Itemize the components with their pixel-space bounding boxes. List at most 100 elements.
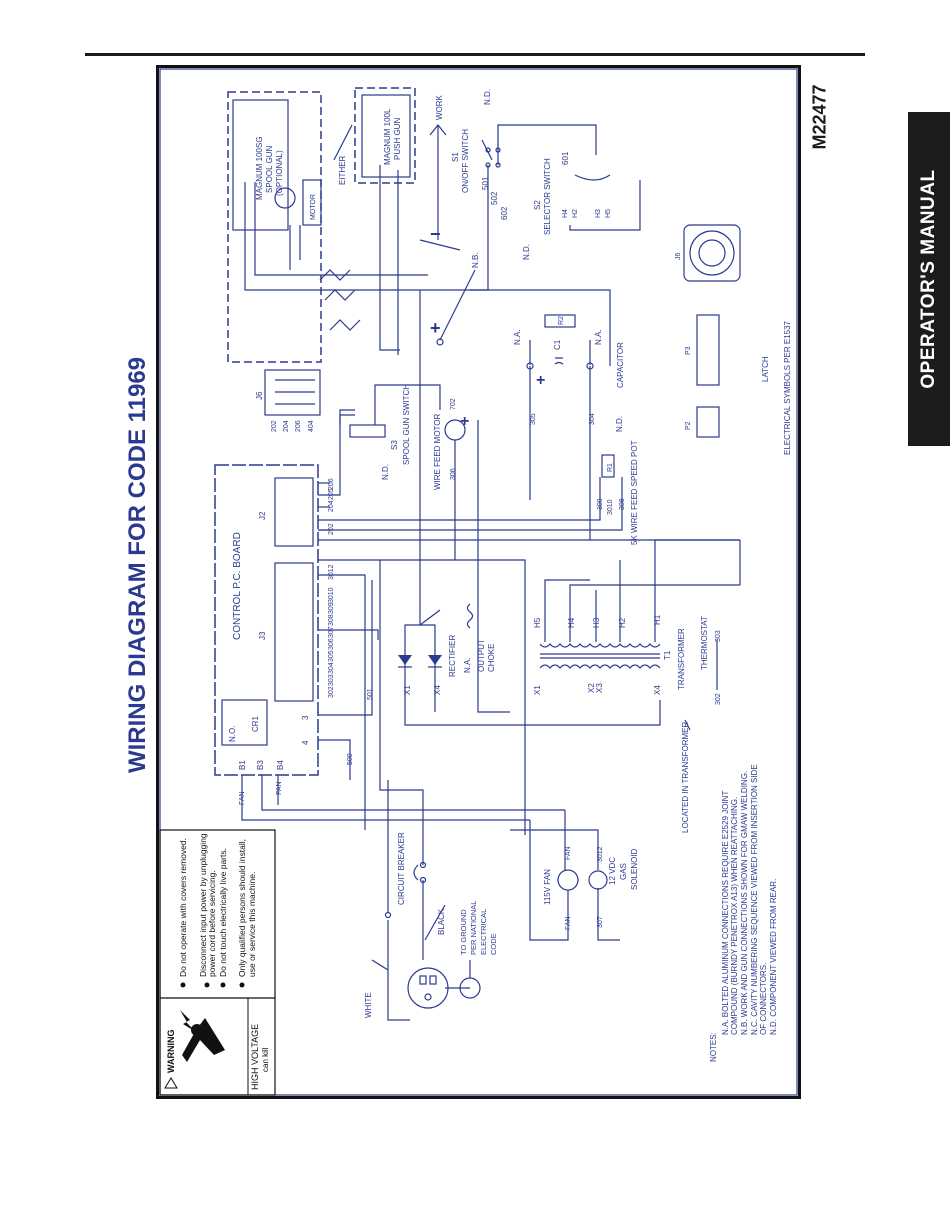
diagram-label: 204 bbox=[283, 420, 290, 432]
diagram-label: WORK bbox=[435, 94, 444, 120]
warning-bullet-4: Do not touch electrically live parts. bbox=[218, 848, 228, 977]
motor-icon bbox=[274, 187, 296, 209]
diagram-label: 303 bbox=[715, 630, 722, 642]
diagram-label: 302 bbox=[328, 686, 335, 698]
diagram-label: X2 bbox=[587, 683, 596, 693]
diagram-label: SPOOL GUN SWITCH bbox=[402, 384, 411, 465]
diagram-label: H2 bbox=[618, 617, 627, 628]
diagram-label: 3010 bbox=[607, 499, 614, 515]
diagram-label: X1 bbox=[533, 685, 542, 695]
diagram-label: H2 bbox=[572, 209, 579, 218]
svg-text:−: − bbox=[430, 224, 441, 244]
diagram-label: N.O. bbox=[228, 726, 237, 742]
diagram-label: 306 bbox=[450, 468, 457, 480]
control-pc-board: CONTROL P.C. BOARD J2 J3 206 205 204 202… bbox=[214, 414, 565, 821]
diagram-label: S1 bbox=[451, 152, 460, 162]
diagram-label: N.A. bbox=[594, 329, 603, 345]
diagram-label: PUSH GUN bbox=[393, 118, 402, 160]
diagram-label: 404 bbox=[308, 420, 315, 432]
diagram-label: WHITE bbox=[364, 992, 373, 1018]
diagram-label: OUTPUT bbox=[477, 639, 486, 672]
warning-bullet-3: power cord before servicing. bbox=[207, 870, 217, 977]
j6-connector: J6 202 204 206 404 bbox=[255, 369, 321, 432]
diagram-label: CR1 bbox=[251, 715, 260, 732]
plug-area: J6 P3 LATCH ELECTRICAL SYMBOLS PER E1537… bbox=[675, 224, 792, 455]
diagram-label: COMPOUND (BURNDY PENETROX A13) WHEN REAT… bbox=[730, 797, 739, 1035]
diagram-label: THERMOSTAT bbox=[700, 616, 709, 670]
diagram-label: SELECTOR SWITCH bbox=[543, 158, 552, 235]
diagram-label: H5 bbox=[533, 617, 542, 628]
gun-area: MAGNUM 100SG SPOOL GUN (OPTIONAL) MAGNUM… bbox=[227, 87, 428, 363]
svg-text:+: + bbox=[430, 318, 441, 338]
warning-bullet-6: use or service this machine. bbox=[247, 872, 257, 977]
notes: NOTES: N.A. BOLTED ALUMINUM CONNECTIONS … bbox=[709, 764, 778, 1062]
diagram-label: CHOKE bbox=[487, 644, 496, 672]
diagram-label: 3 bbox=[301, 715, 310, 720]
diagram-label: CODE bbox=[489, 933, 498, 955]
diagram-label: S2 bbox=[533, 200, 542, 210]
diagram-label: SOLENOID bbox=[630, 848, 639, 890]
gas-solenoid-icon bbox=[588, 870, 608, 890]
diagram-label: FAN bbox=[276, 781, 283, 795]
diagram-label: BLACK bbox=[437, 908, 446, 935]
warning-heading: WARNING bbox=[166, 1030, 176, 1074]
diagram-label: 307 bbox=[328, 626, 335, 638]
diagram-label: R1 bbox=[607, 463, 614, 472]
diagram-label: 306 bbox=[328, 638, 335, 650]
input-section: 115V FAN FAN FAN 307 3012 12 VDC GAS SOL… bbox=[364, 560, 639, 1021]
diagram-label: P2 bbox=[685, 421, 692, 430]
diagram-label: 303 bbox=[328, 674, 335, 686]
diagram-label: ELECTRICAL SYMBOLS PER E1537 bbox=[783, 320, 792, 455]
diagram-label: TRANSFORMER bbox=[677, 628, 686, 690]
diagram-label: 304 bbox=[328, 662, 335, 674]
diagram-label: N.B. WORK AND GUN CONNECTIONS SHOWN FOR … bbox=[740, 771, 749, 1035]
diagram-label: LATCH bbox=[761, 356, 770, 382]
diagram-label: SPOOL GUN bbox=[265, 146, 274, 193]
diagram-label: 3012 bbox=[328, 564, 335, 580]
section-tab bbox=[908, 112, 950, 446]
motor-area: S3 SPOOL GUN SWITCH N.D. + WIRE FEED MOT… bbox=[339, 384, 469, 490]
warning-bullets: Do not operate with covers removed. Disc… bbox=[178, 833, 257, 988]
diagram-label: CIRCUIT BREAKER bbox=[397, 832, 406, 905]
diagram-label: 500 bbox=[347, 753, 354, 765]
power-section: X1 X4 RECTIFIER N.A. OUTPUT CHOKE H5 H4 … bbox=[398, 290, 741, 833]
diagram-label: S3 bbox=[390, 440, 399, 450]
top-rule bbox=[85, 53, 865, 56]
diagram-label: 304 bbox=[589, 413, 596, 425]
diagram-label: (OPTIONAL) bbox=[275, 150, 284, 196]
diagram-label: N.D. bbox=[483, 89, 492, 105]
diagram-label: 12 VDC bbox=[608, 857, 617, 885]
diagram-label: J3 bbox=[258, 631, 267, 640]
diagram-label: LOCATED IN TRANSFORMER bbox=[681, 722, 690, 833]
power-plug-icon bbox=[407, 967, 449, 1009]
diagram-label: B3 bbox=[256, 760, 265, 770]
diagram-label: 308 bbox=[328, 614, 335, 626]
hv-line1: HIGH VOLTAGE bbox=[250, 1024, 260, 1090]
diagram-label: 309 bbox=[328, 602, 335, 614]
diagram-label: H1 bbox=[653, 614, 662, 625]
warning-box: WARNING HIGH VOLTAGE can kill Do not ope… bbox=[159, 829, 276, 1096]
diagram-label: MOTOR bbox=[310, 194, 317, 220]
diagram-label: 4 bbox=[301, 740, 310, 745]
diagram-label: 206 bbox=[328, 478, 335, 490]
diagram-label: H4 bbox=[562, 209, 569, 218]
electric-shock-icon bbox=[180, 1010, 225, 1062]
diagram-label: 115V FAN bbox=[543, 869, 552, 905]
diagram-label: J6 bbox=[255, 391, 264, 400]
diagram-label: H3 bbox=[595, 209, 602, 218]
diagram-label: TO GROUND bbox=[459, 909, 468, 955]
diagram-label: EITHER bbox=[338, 155, 347, 185]
diagram-label: N.A. bbox=[513, 329, 522, 345]
diagram-label: H5 bbox=[605, 209, 612, 218]
warning-bullet-2: Disconnect input power by unplugging bbox=[198, 833, 208, 977]
diagram-label: 502 bbox=[490, 191, 499, 205]
diagram-label: H4 bbox=[567, 617, 576, 628]
warning-bullet-5: Only qualified persons should install, bbox=[237, 839, 247, 977]
diagram-label: 206 bbox=[295, 420, 302, 432]
diagram-label: 205 bbox=[328, 488, 335, 500]
diagram-label: 3012 bbox=[597, 846, 604, 862]
diagram-label: N.B. bbox=[471, 252, 480, 268]
diagram-label: C1 bbox=[553, 339, 562, 350]
hv-line2: can kill bbox=[261, 1047, 270, 1072]
